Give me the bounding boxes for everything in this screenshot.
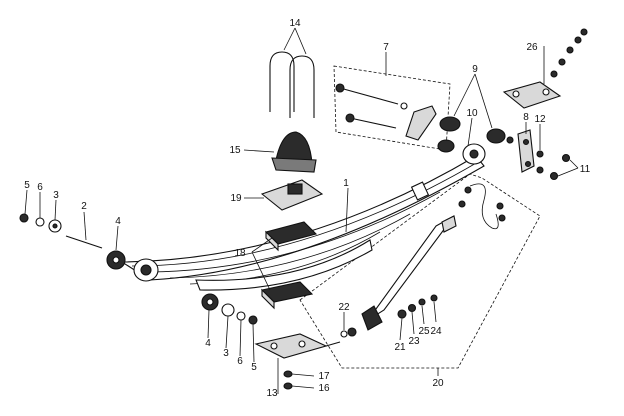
u-bolts xyxy=(269,51,315,118)
callout-26: 26 xyxy=(526,42,538,53)
callout-23: 23 xyxy=(408,336,420,347)
callout-9: 9 xyxy=(472,64,478,75)
callout-16: 16 xyxy=(318,383,330,394)
shackle-group xyxy=(335,83,514,153)
callout-8: 8 xyxy=(523,112,529,123)
callout-labels: 1 2 3 3 4 4 5 5 6 6 7 8 9 10 11 12 13 14… xyxy=(24,18,590,399)
hanger-bracket xyxy=(502,28,588,109)
callout-11: 11 xyxy=(580,164,591,175)
leader-lines xyxy=(24,27,579,394)
callout-6: 6 xyxy=(37,182,43,193)
rubber-pads xyxy=(260,221,318,310)
group-box-7 xyxy=(333,65,451,151)
callout-13: 13 xyxy=(266,388,278,399)
callout-14: 14 xyxy=(289,18,301,29)
clamp-plate xyxy=(254,333,341,390)
callout-2: 2 xyxy=(81,201,87,212)
callout-19: 19 xyxy=(230,193,242,204)
callout-4: 4 xyxy=(115,216,121,227)
callout-3: 3 xyxy=(223,348,229,359)
callout-25: 25 xyxy=(418,326,430,337)
shackle-plate xyxy=(517,129,571,181)
bump-stop xyxy=(271,131,317,173)
callout-7: 7 xyxy=(383,42,389,53)
callout-1: 1 xyxy=(343,178,349,189)
shock-absorber xyxy=(340,183,506,338)
leaf-spring xyxy=(120,143,486,291)
callout-21: 21 xyxy=(394,342,406,353)
spring-seat xyxy=(260,179,324,211)
callout-5: 5 xyxy=(24,180,30,191)
callout-22: 22 xyxy=(338,302,350,313)
callout-20: 20 xyxy=(432,378,444,389)
callout-3: 3 xyxy=(53,190,59,201)
callout-4: 4 xyxy=(205,338,211,349)
callout-10: 10 xyxy=(466,108,478,119)
callout-12: 12 xyxy=(534,114,546,125)
callout-24: 24 xyxy=(430,326,442,337)
callout-18: 18 xyxy=(234,248,246,259)
callout-5: 5 xyxy=(251,362,257,373)
callout-6: 6 xyxy=(237,356,243,367)
callout-17: 17 xyxy=(318,371,330,382)
callout-15: 15 xyxy=(229,145,241,156)
